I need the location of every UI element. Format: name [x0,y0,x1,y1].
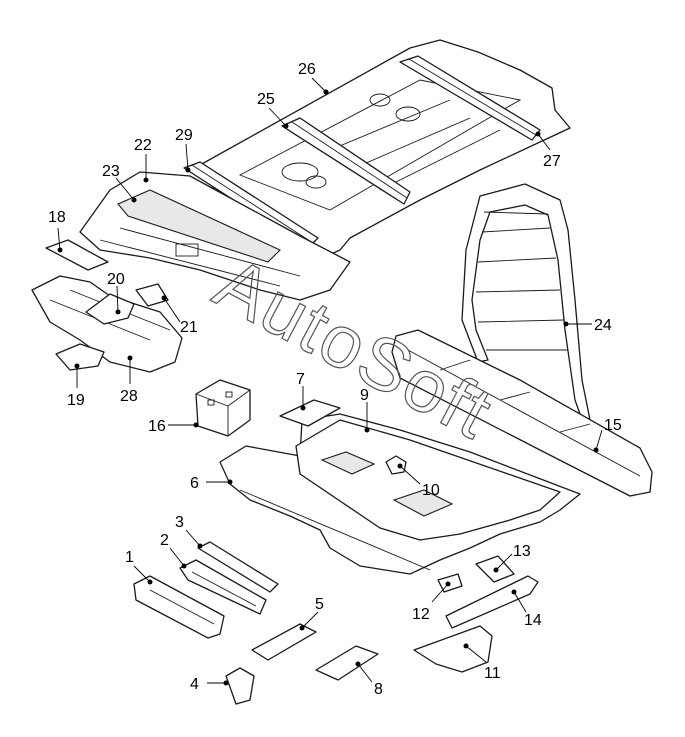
callout-25: 25 [257,91,275,108]
callout-29: 29 [175,127,193,144]
part-3-rail [197,541,279,593]
part-20-bracket [85,293,135,325]
part-6-floor-panel [219,413,581,575]
part-5-rail [251,623,317,661]
callout-7: 7 [296,371,305,388]
callout-2: 2 [160,532,169,549]
callout-18: 18 [48,209,66,226]
callout-21: 21 [180,319,198,336]
part-15-side-member [391,329,653,497]
part-1-rail [133,575,225,639]
callout-10: 10 [422,482,440,499]
part-27-cross-member [399,55,541,141]
part-10-sensor [385,455,407,475]
part-25-cross-member [281,117,411,205]
callout-12: 12 [412,606,430,623]
callout-14: 14 [524,612,542,629]
callout-20: 20 [107,271,125,288]
callout-19: 19 [67,392,85,409]
callout-16: 16 [148,418,166,435]
callout-28: 28 [120,388,138,405]
callouts: 1 2 3 4 5 6 7 8 9 10 11 12 13 [48,61,622,698]
callout-27: 27 [543,153,561,170]
callout-4: 4 [190,676,199,693]
part-24-frame [461,183,591,429]
callout-26: 26 [298,61,316,78]
callout-8: 8 [374,681,383,698]
callout-15: 15 [604,417,622,434]
part-4-bracket [225,667,255,705]
part-19-bracket [55,343,105,371]
callout-11: 11 [484,665,501,682]
part-22-rear-panel [79,171,351,301]
callout-23: 23 [102,163,120,180]
callout-9: 9 [360,387,369,404]
callout-22: 22 [134,137,152,154]
part-8-bracket [315,645,379,681]
part-21-clip [135,283,169,307]
callout-3: 3 [175,514,184,531]
callout-24: 24 [594,317,612,334]
callout-13: 13 [513,543,531,560]
callout-5: 5 [315,596,324,613]
part-16-battery [195,379,251,437]
part-14-rail [445,575,539,629]
callout-6: 6 [190,475,199,492]
part-18-plate [45,239,109,271]
callout-1: 1 [125,549,134,566]
part-11-bracket [413,625,493,673]
part-2-rail [179,559,267,615]
